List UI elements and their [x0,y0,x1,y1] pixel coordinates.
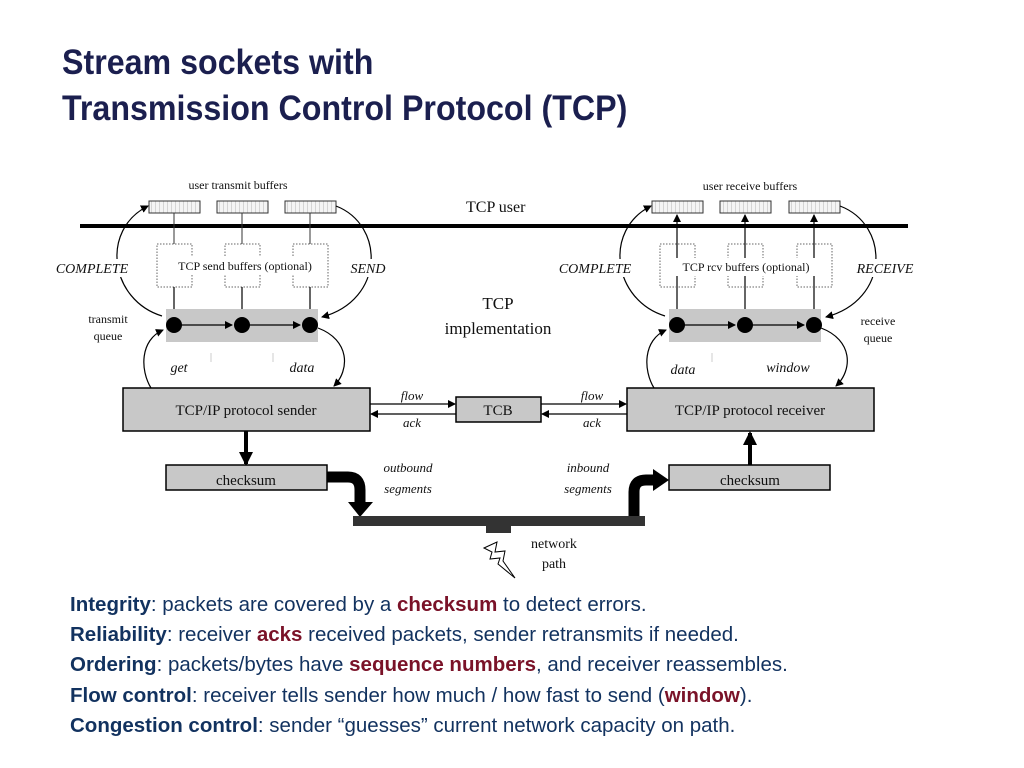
left-ack-label: ack [403,415,421,430]
network-label-2: path [542,557,566,572]
bullet-reliability: Reliability: receiver acks received pack… [70,623,739,647]
transmit-queue-label-1: transmit [88,312,128,326]
network-path-bar [353,516,645,526]
user-transmit-buffer-3 [284,200,337,214]
slide-title-line-1: Stream sockets with [62,43,374,82]
data-arrow [317,327,346,387]
receive-queue-node-2 [737,317,753,333]
bullet-integrity: Integrity: packets are covered by a chec… [70,593,647,616]
bullet-flow-control: Flow control: receiver tells sender how … [70,683,753,707]
receive-queue-label-1: receive [861,314,896,328]
inbound-segments-arrow [628,474,654,518]
tcp-send-buffers-label: TCP send buffers (optional) [178,259,312,273]
user-transmit-buffer-2 [216,200,269,214]
tcp-ip-protocol-sender-label: TCP/IP protocol sender [175,403,316,419]
tcp-implementation-label-2: implementation [445,319,552,338]
network-path-tap [486,525,511,533]
transmit-queue-label-2: queue [94,329,123,343]
tcp-user-label: TCP user [466,199,526,216]
user-receive-buffers-label: user receive buffers [703,179,798,193]
tcb-box [455,396,542,423]
receiver-data-arrow [646,329,667,389]
sender-complete-label: COMPLETE [56,262,129,277]
network-path: network path [353,516,645,579]
sender-data-label: data [290,361,315,376]
tcp-diagram: TCP user TCP implementation user transmi… [45,178,923,579]
tcb-label: TCB [483,403,512,419]
bullet-ordering: Ordering: packets/bytes have sequence nu… [70,653,788,677]
transmit-queue-node-3 [302,317,318,333]
transmit-queue-node-2 [234,317,250,333]
receiver-checksum-box [668,464,831,491]
receive-queue-label-2: queue [864,331,893,345]
receiver-side: user receive buffers TCP rcv buffers (op… [548,179,923,518]
tcb-group: TCB flow ack flow ack [370,388,627,430]
user-receive-buffer-3 [788,200,841,214]
sender-checksum-label: checksum [216,473,276,489]
receive-label: RECEIVE [856,262,914,277]
bullet-congestion-control: Congestion control: sender “guesses” cur… [70,713,736,737]
receiver-checksum-label: checksum [720,473,780,489]
tcp-implementation-label-1: TCP [482,294,513,313]
outbound-segments-arrow [327,471,366,503]
lightning-icon [482,541,516,579]
right-ack-label: ack [583,415,601,430]
outbound-label-1: outbound [383,460,433,475]
receiver-data-label: data [671,363,696,378]
send-label: SEND [351,262,386,277]
user-receive-buffer-1 [651,200,704,214]
tcp-ip-protocol-sender-box [122,387,371,432]
outbound-label-2: segments [384,481,432,496]
receiver-complete-label: COMPLETE [559,262,632,277]
network-label-1: network [531,537,577,552]
window-label: window [766,361,810,376]
inbound-label-2: segments [564,481,612,496]
left-flow-label: flow [401,388,424,403]
sender-checksum-box [165,464,328,491]
tcp-properties-list: Integrity: packets are covered by a chec… [70,590,788,741]
window-arrow [820,327,848,387]
right-flow-label: flow [581,388,604,403]
receive-queue-node-3 [806,317,822,333]
get-arrow [143,329,164,389]
user-transmit-buffer-1 [148,200,201,214]
tcp-rcv-buffers-label: TCP rcv buffers (optional) [683,260,810,274]
tcp-ip-protocol-receiver-box [626,387,875,432]
user-transmit-buffers-label: user transmit buffers [188,178,287,192]
tcp-ip-protocol-receiver-label: TCP/IP protocol receiver [675,403,825,419]
get-label: get [170,361,188,376]
slide-title-line-2: Transmission Control Protocol (TCP) [62,89,628,128]
inbound-label-1: inbound [567,460,610,475]
transmit-queue-node-1 [166,317,182,333]
user-receive-buffer-2 [719,200,772,214]
sender-side: user transmit buffers TCP send buffers (… [45,178,433,517]
receive-queue-node-1 [669,317,685,333]
slide-title: Stream sockets with Transmission Control… [62,40,627,132]
